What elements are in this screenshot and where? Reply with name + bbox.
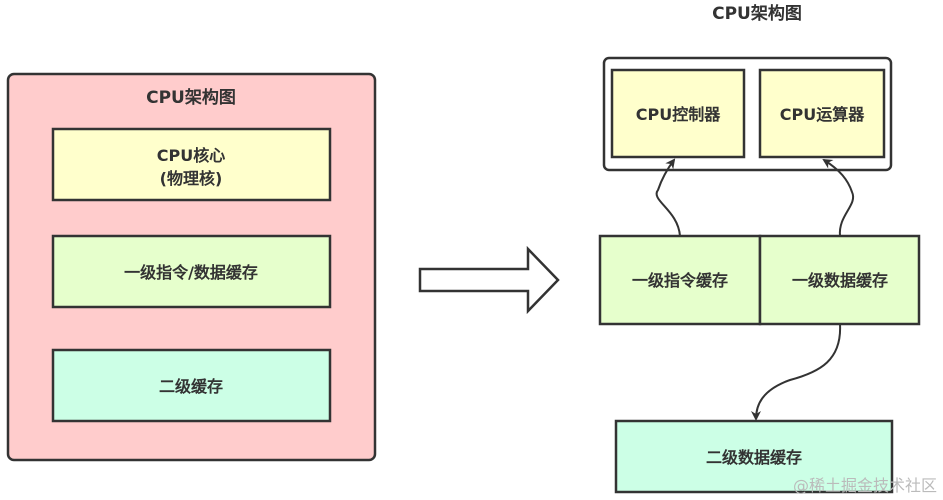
l1-instruction-cache-box	[598, 234, 762, 326]
l1-cache-label: 一级指令/数据缓存	[124, 263, 258, 282]
l2-data-cache-label: 二级数据缓存	[706, 448, 802, 467]
right-title: CPU架构图	[712, 3, 802, 24]
arrow-l1d-to-l2	[751, 323, 842, 421]
right-arrow-icon	[418, 245, 560, 315]
cpu-controller-box	[610, 68, 746, 159]
l1-cache-box	[51, 234, 332, 309]
cpu-alu-label: CPU运算器	[780, 105, 865, 124]
l1-instruction-cache-label: 一级指令缓存	[632, 271, 728, 290]
cpu-alu-box	[758, 68, 886, 159]
l1-data-cache-box	[758, 234, 921, 326]
arrow-l1i-to-controller	[655, 158, 681, 237]
cpu-core-sublabel: (物理核)	[160, 169, 223, 188]
l2-cache-label: 二级缓存	[159, 377, 223, 396]
arrow-l1d-to-alu	[822, 158, 855, 237]
l2-cache-box	[51, 348, 332, 423]
l1-data-cache-label: 一级数据缓存	[792, 271, 888, 290]
cpu-core-label: CPU核心	[157, 146, 225, 165]
l2-data-cache-box	[614, 419, 894, 494]
left-title: CPU架构图	[146, 87, 236, 108]
right-cpu-diagram: CPU架构图 CPU控制器 CPU运算器 一级指令缓存 一级数据缓存 二级数据缓…	[598, 3, 921, 494]
cpu-core-box	[51, 127, 332, 202]
cpu-controller-label: CPU控制器	[636, 105, 721, 124]
watermark: @稀土掘金技术社区	[793, 476, 937, 495]
left-cpu-panel: CPU架构图 CPU核心 (物理核) 一级指令/数据缓存 二级缓存	[6, 72, 377, 462]
